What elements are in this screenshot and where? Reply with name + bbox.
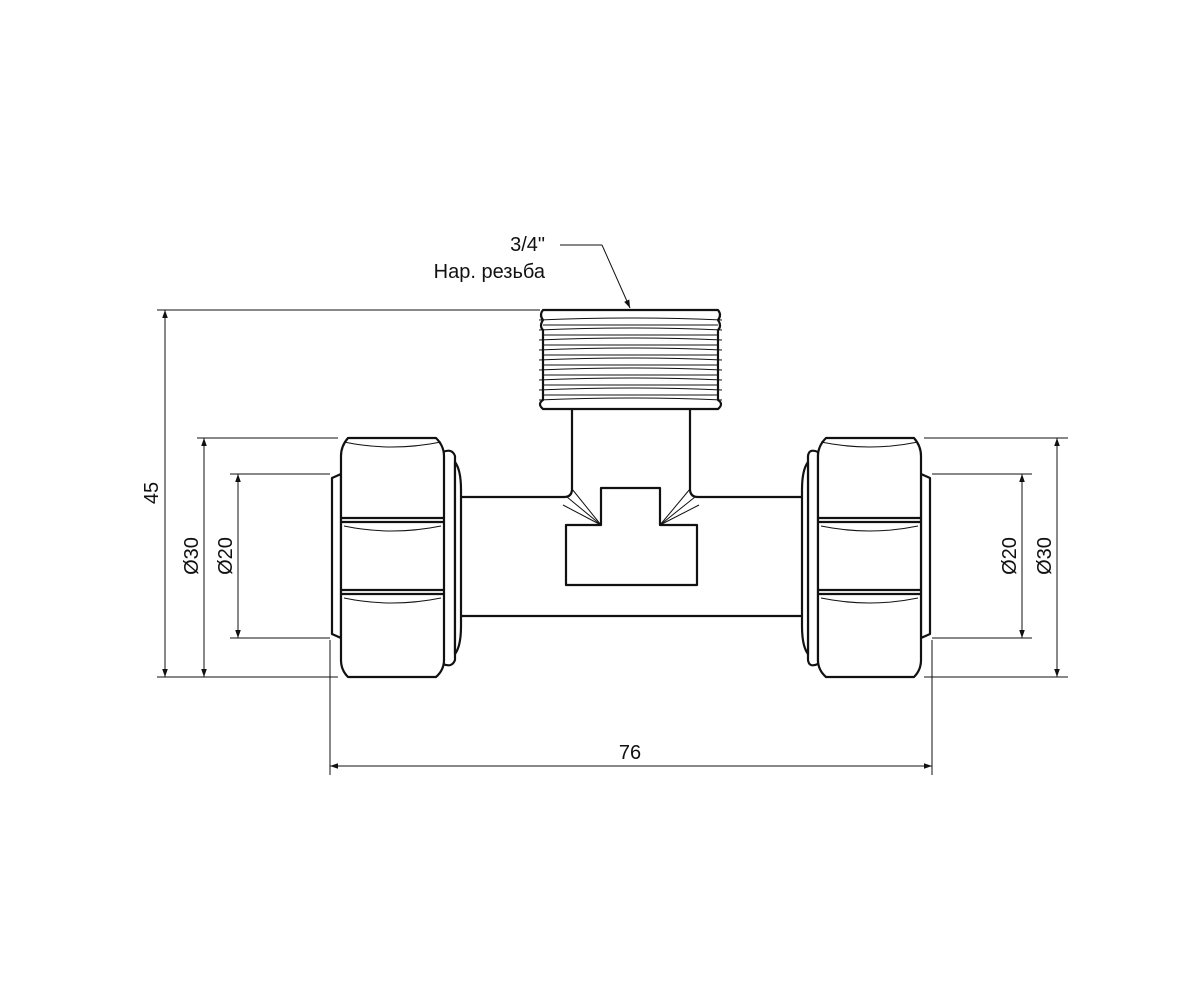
- right-inner-diameter-label: Ø20: [999, 537, 1021, 575]
- right-collar: [806, 449, 820, 667]
- thread-type-label: Нар. резьба: [434, 261, 546, 283]
- left-outer-diameter-label: Ø30: [181, 537, 203, 575]
- tee-body: [453, 406, 810, 618]
- dimension-length: 76: [329, 640, 933, 775]
- dimension-left-diameters: Ø30 Ø20: [181, 437, 338, 677]
- left-compression-nut: [330, 436, 463, 679]
- left-collar: [441, 449, 457, 667]
- right-outer-diameter-label: Ø30: [1034, 537, 1056, 575]
- thread-size-label: 3/4": [510, 234, 545, 256]
- left-inner-diameter-label: Ø20: [215, 537, 237, 575]
- dimension-height: 45: [141, 309, 540, 678]
- right-collar-ring: [800, 460, 810, 656]
- left-ferrule: [330, 472, 343, 640]
- right-ferrule: [919, 472, 932, 640]
- length-label: 76: [619, 742, 641, 764]
- thread-ridges: [538, 317, 723, 401]
- left-collar-ring: [453, 460, 463, 656]
- fillet-lines: [562, 488, 700, 526]
- male-thread-outlet: [538, 308, 723, 411]
- dimension-right-diameters: Ø20 Ø30: [924, 437, 1068, 678]
- thread-callout: 3/4" Нар. резьба: [434, 234, 631, 309]
- inner-bore: [564, 486, 699, 587]
- height-label: 45: [141, 482, 163, 504]
- left-hex-nut: [339, 436, 446, 679]
- right-compression-nut: [800, 436, 932, 679]
- right-hex-nut: [816, 436, 923, 679]
